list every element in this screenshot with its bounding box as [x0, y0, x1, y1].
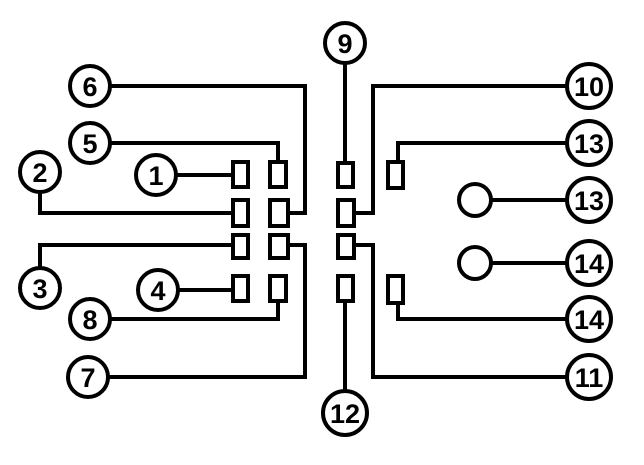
callout-12: 12	[321, 389, 369, 437]
wire-13a	[396, 141, 567, 162]
callout-13a-label: 13	[574, 129, 604, 159]
wire-3	[38, 243, 233, 268]
callout-9: 9	[323, 21, 367, 65]
round-pins	[457, 182, 493, 281]
pad-8	[268, 274, 288, 303]
callout-10-label: 10	[574, 72, 604, 102]
wire-10	[354, 84, 567, 215]
pad-14b	[386, 274, 405, 305]
pad-3	[231, 233, 250, 260]
callout-11-label: 11	[575, 363, 604, 393]
pad-5	[268, 160, 288, 189]
callout-14b-label: 14	[574, 305, 604, 335]
callout-1-label: 1	[148, 161, 163, 191]
callout-12-label: 12	[330, 399, 360, 429]
callout-13a: 13	[565, 119, 613, 167]
callout-10: 10	[565, 62, 613, 110]
wire-5	[110, 141, 280, 162]
wire-7	[108, 243, 307, 379]
pad-2	[231, 198, 250, 228]
wire-11	[354, 243, 567, 379]
wire-14b	[396, 303, 567, 321]
wire-8	[110, 301, 280, 321]
callout-5: 5	[68, 121, 112, 165]
callout-8: 8	[68, 297, 112, 341]
callout-3-label: 3	[32, 274, 47, 304]
callout-7-label: 7	[80, 363, 95, 393]
callout-9-label: 9	[337, 29, 352, 59]
wire-2	[38, 190, 233, 215]
pad-4	[231, 274, 250, 303]
pad-1	[231, 160, 250, 189]
callout-4-label: 4	[150, 276, 165, 306]
callout-6: 6	[68, 64, 112, 108]
callout-1: 1	[134, 153, 178, 197]
callout-3: 3	[18, 266, 62, 310]
pad-7	[268, 233, 290, 260]
callout-2-label: 2	[32, 158, 47, 188]
leader-lines	[38, 62, 567, 393]
callout-4: 4	[136, 268, 180, 312]
callout-8-label: 8	[82, 305, 97, 335]
callout-13b: 13	[565, 176, 613, 224]
callout-6-label: 6	[82, 72, 97, 102]
callout-14a: 14	[565, 239, 613, 287]
pad-9	[336, 161, 355, 189]
pad-11	[336, 233, 356, 260]
pad-13a	[386, 160, 405, 190]
callout-14b: 14	[565, 295, 613, 343]
round-pin-14	[457, 245, 493, 281]
pad-6	[268, 198, 290, 228]
callout-13b-label: 13	[574, 186, 604, 216]
callout-11: 11	[565, 353, 613, 401]
contact-pads	[231, 160, 405, 305]
pad-10	[336, 198, 356, 228]
callout-2: 2	[18, 150, 62, 194]
pad-12	[336, 274, 355, 303]
callout-14a-label: 14	[574, 249, 604, 279]
round-pin-13	[457, 182, 493, 218]
wire-6	[110, 84, 307, 215]
callout-5-label: 5	[82, 129, 97, 159]
callout-7: 7	[66, 355, 110, 399]
callouts: 1 2 3 4 5 6 7 8	[18, 21, 613, 437]
